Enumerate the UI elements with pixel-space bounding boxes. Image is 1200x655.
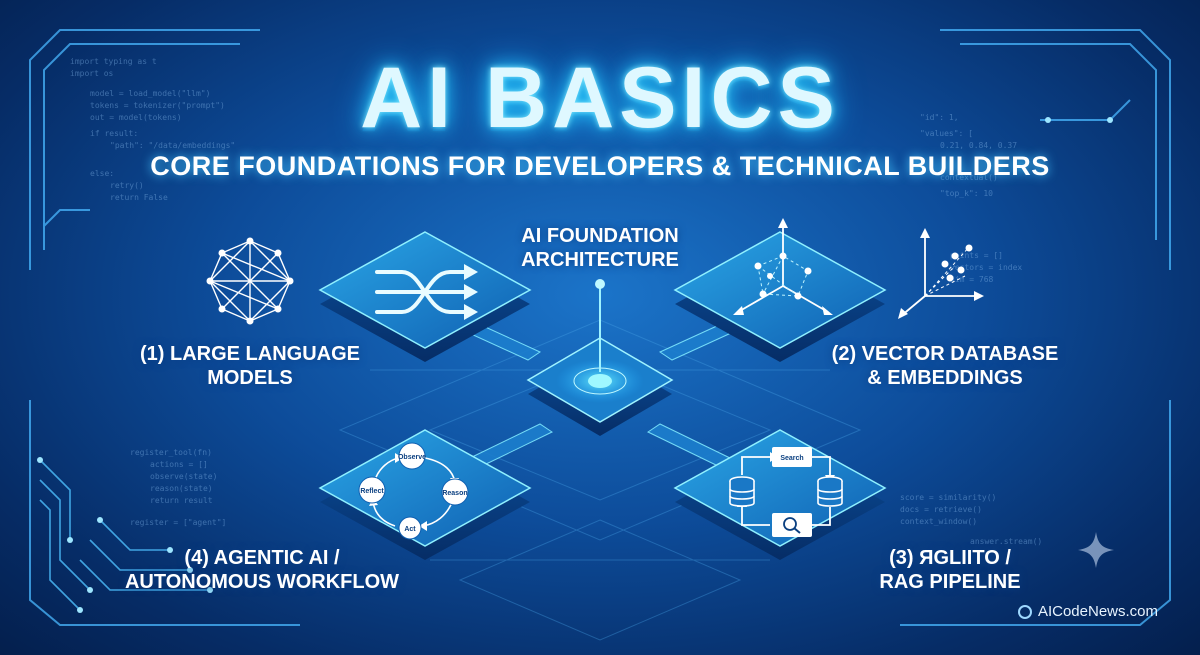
rag-flow-icon: Search: [729, 447, 843, 537]
subtitle: CORE FOUNDATIONS FOR DEVELOPERS & TECHNI…: [150, 151, 1050, 181]
svg-text:model = load_model("llm"): model = load_model("llm"): [90, 89, 210, 98]
node-label-llm: (1) LARGE LANGUAGE MODELS: [140, 343, 360, 389]
floor-grid: [338, 319, 862, 641]
node-label-rag: (3) ЯGLIITO / RAG PIPELINE: [879, 547, 1021, 593]
3d-axes-scatter-icon: [733, 218, 833, 315]
tile-center-hub: [526, 279, 674, 436]
node-label-vector: (2) VECTOR DATABASE & EMBEDDINGS: [831, 343, 1059, 389]
agent-loop-icon: Observe Reason Act Reflect: [358, 442, 469, 540]
circuit-nodes: [37, 117, 1113, 613]
loop-act: Act: [404, 526, 416, 533]
svg-text:answer.stream(): answer.stream(): [970, 537, 1042, 546]
svg-text:actions = []: actions = []: [150, 460, 208, 469]
brand-logo-icon: [1017, 604, 1032, 619]
svg-text:vectors = index: vectors = index: [950, 263, 1022, 272]
shuffle-arrows-icon: [375, 264, 478, 320]
svg-text:observe(state): observe(state): [150, 472, 217, 481]
svg-text:return result: return result: [150, 496, 213, 505]
svg-text:if result:: if result:: [90, 129, 138, 138]
tile-rag: [673, 429, 887, 560]
svg-text:import typing as t: import typing as t: [70, 57, 157, 66]
background-code-text: import typing as t import os model = loa…: [70, 57, 1042, 546]
loop-observe: Observe: [398, 454, 426, 461]
svg-text:context_window(): context_window(): [900, 517, 977, 526]
svg-text:dim = 768: dim = 768: [950, 275, 994, 284]
svg-text:docs = retrieve(): docs = retrieve(): [900, 505, 982, 514]
svg-text:"top_k": 10: "top_k": 10: [940, 189, 993, 198]
svg-text:points = []: points = []: [950, 251, 1003, 260]
svg-text:contextual(): contextual(): [940, 173, 998, 182]
svg-text:reason(state): reason(state): [150, 484, 213, 493]
node-label-agentic: (4) AGENTIC AI / AUTONOMOUS WORKFLOW: [124, 547, 400, 593]
svg-text:import os: import os: [70, 69, 114, 78]
brand-watermark: AICodeNews.com: [1017, 603, 1158, 620]
scatter-plot-icon: [898, 228, 984, 319]
loop-reason: Reason: [442, 490, 467, 497]
svg-text:out = model(tokens): out = model(tokens): [90, 113, 182, 122]
magnifier-icon: [783, 517, 797, 531]
center-label: AI FOUNDATION ARCHITECTURE: [521, 225, 679, 271]
sparkle-icon: [1078, 532, 1114, 568]
tile-agentic: [318, 429, 532, 560]
main-title: AI BASICS: [360, 50, 840, 146]
svg-text:"values": [: "values": [: [920, 129, 973, 138]
svg-text:"id": 1,: "id": 1,: [920, 113, 959, 122]
svg-text:tokens = tokenizer("prompt"): tokens = tokenizer("prompt"): [90, 101, 225, 110]
svg-text:retry(): retry(): [110, 181, 144, 190]
svg-text:score = similarity(): score = similarity(): [900, 493, 996, 502]
tile-vector: [673, 231, 887, 362]
loop-reflect: Reflect: [360, 488, 384, 495]
neural-network-icon: [206, 237, 294, 325]
svg-text:"path": "/data/embeddings": "path": "/data/embeddings": [110, 141, 235, 150]
svg-text:return False: return False: [110, 193, 168, 202]
flow-search-label: Search: [780, 455, 803, 462]
corner-circuit-bottom-left: [39, 459, 210, 611]
svg-text:else:: else:: [90, 169, 114, 178]
svg-text:0.21, 0.84, 0.37: 0.21, 0.84, 0.37: [940, 141, 1017, 150]
svg-text:register = ["agent"]: register = ["agent"]: [130, 518, 226, 527]
svg-text:register_tool(fn): register_tool(fn): [130, 448, 212, 457]
brand-name: AICodeNews.com: [1037, 603, 1158, 620]
